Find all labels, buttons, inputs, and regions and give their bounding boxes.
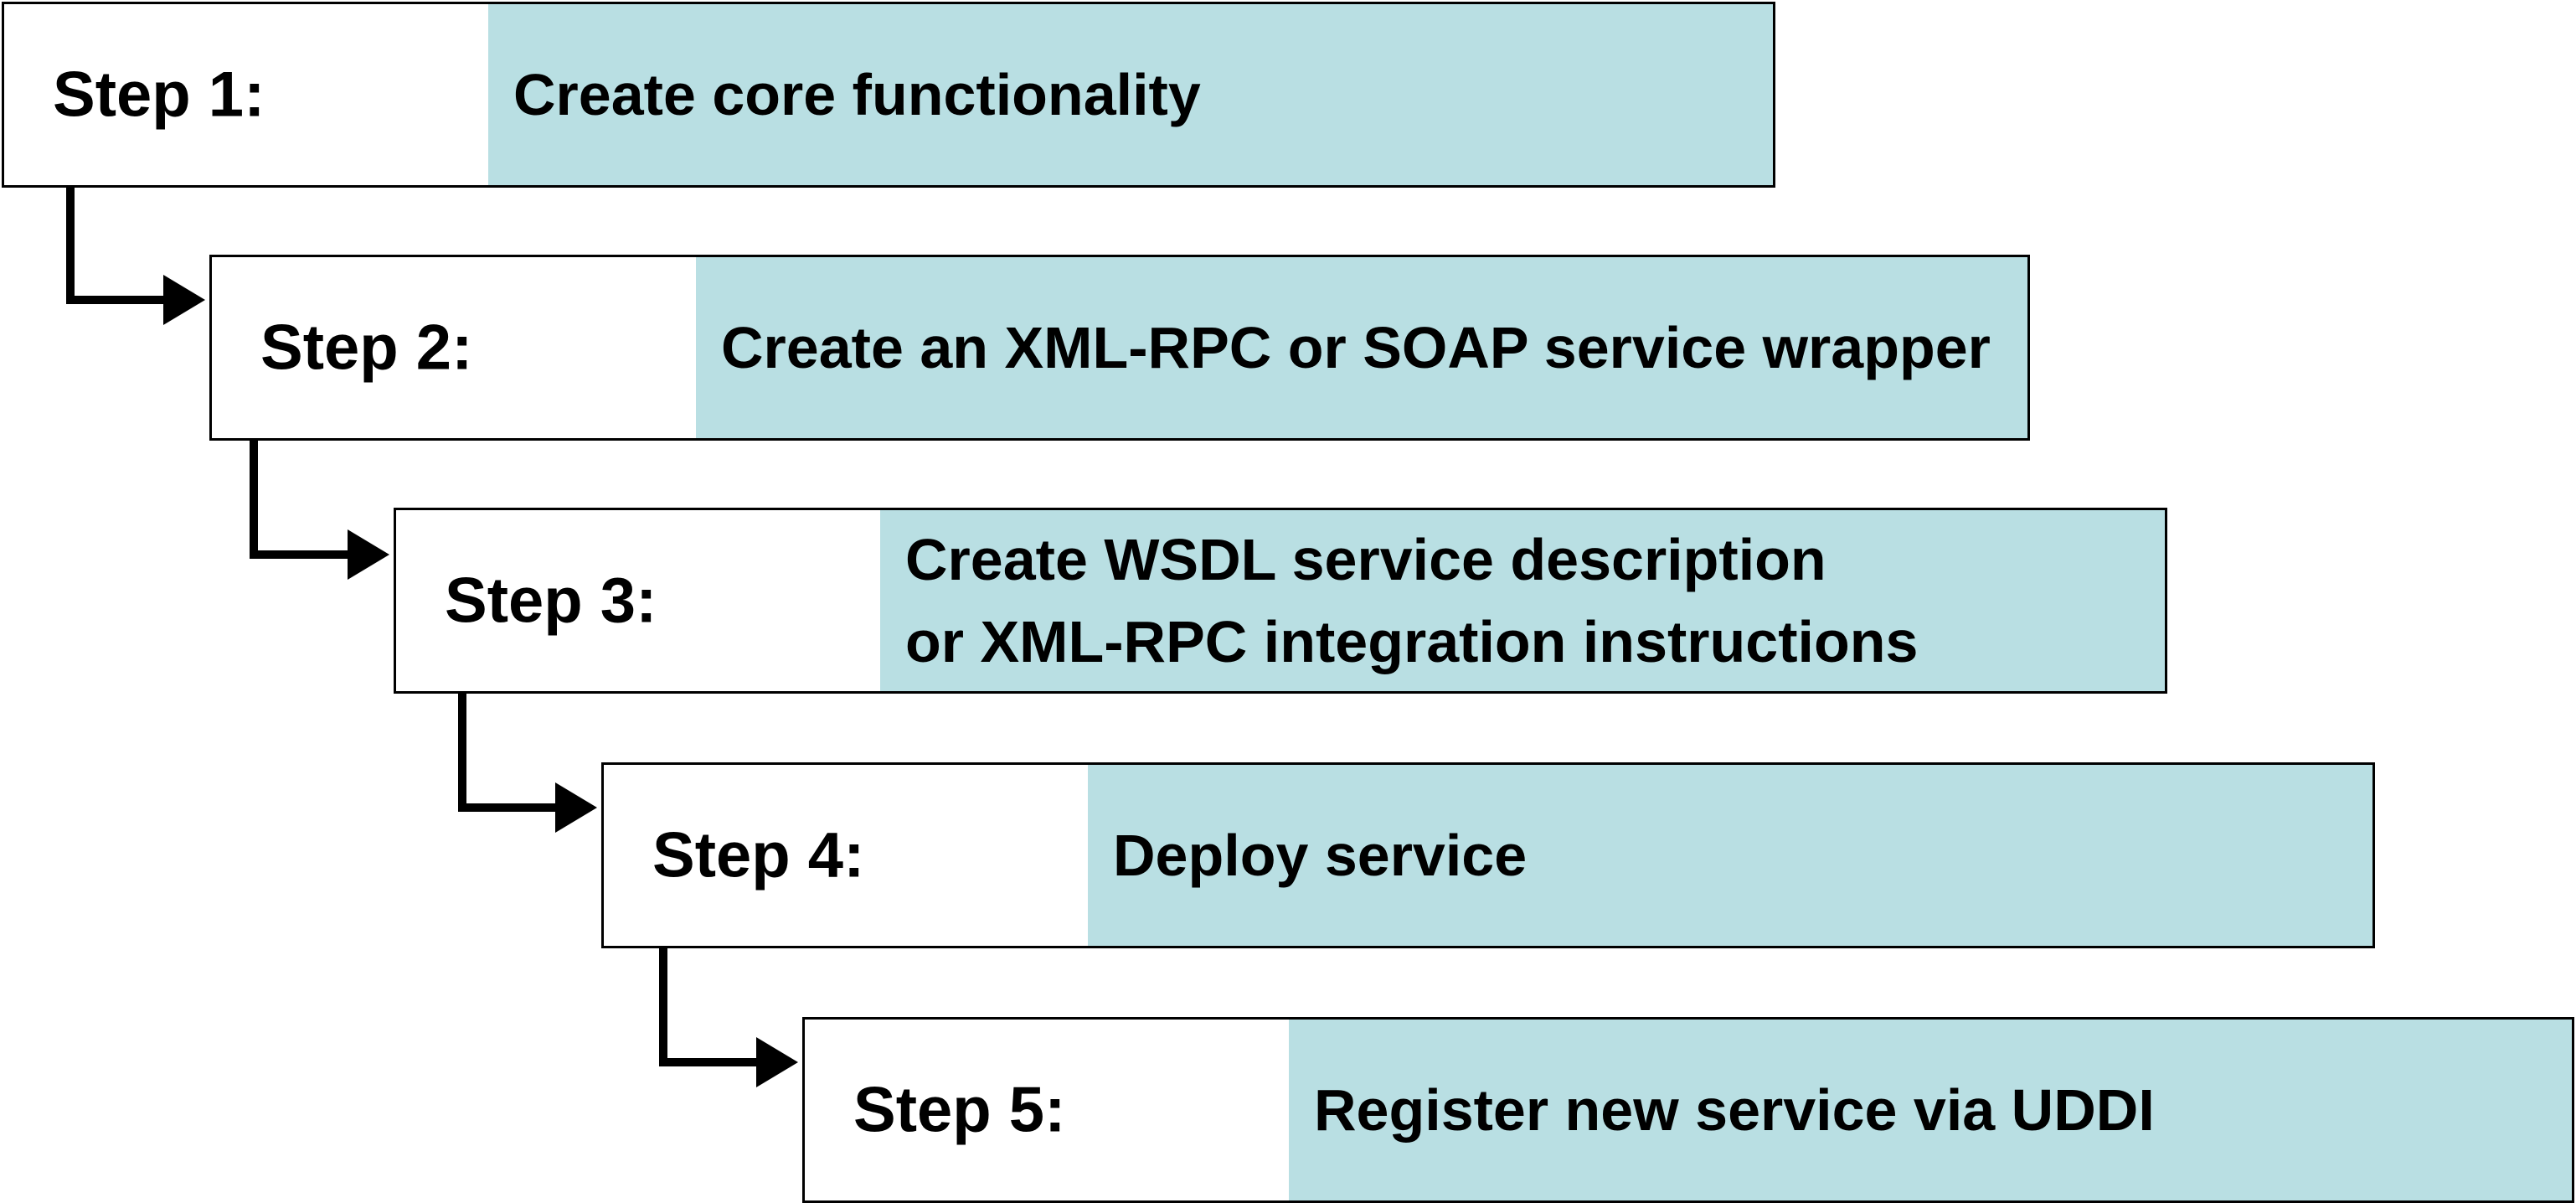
step-1-description-panel: Create core functionality: [488, 4, 1773, 185]
step-3-description-panel: Create WSDL service description or XML-R…: [880, 510, 2165, 691]
elbow-arrow-icon: [659, 948, 798, 1087]
step-4-description-panel: Deploy service: [1088, 765, 2372, 946]
step-5-description-panel: Register new service via UDDI: [1289, 1020, 2572, 1200]
step-5-label: Step 5:: [853, 1074, 1066, 1146]
step-4-description: Deploy service: [1113, 823, 1528, 888]
step-2-label: Step 2:: [260, 312, 473, 384]
elbow-arrow-icon: [458, 694, 597, 833]
step-3-label: Step 3:: [445, 565, 657, 637]
step-2-box: Step 2: Create an XML-RPC or SOAP servic…: [209, 255, 2030, 441]
step-2-description-panel: Create an XML-RPC or SOAP service wrappe…: [696, 257, 2027, 438]
step-3-description: Create WSDL service description or XML-R…: [905, 527, 1919, 674]
step-4-box: Step 4: Deploy service: [601, 762, 2375, 948]
step-4-label: Step 4:: [652, 819, 865, 891]
step-1-description: Create core functionality: [513, 62, 1201, 127]
step-3-box: Step 3: Create WSDL service description …: [394, 508, 2167, 694]
elbow-arrow-icon: [250, 441, 389, 580]
step-5-box: Step 5: Register new service via UDDI: [802, 1017, 2574, 1203]
step-5-description: Register new service via UDDI: [1314, 1077, 2155, 1143]
step-1-box: Step 1: Create core functionality: [2, 2, 1775, 188]
step-1-label: Step 1:: [53, 59, 265, 131]
elbow-arrow-icon: [66, 188, 205, 325]
step-2-description: Create an XML-RPC or SOAP service wrappe…: [721, 315, 1991, 380]
